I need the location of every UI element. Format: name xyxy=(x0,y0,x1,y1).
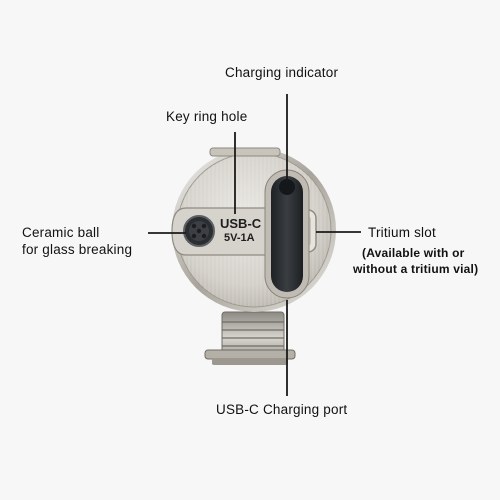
callout-lines xyxy=(148,94,361,396)
engraving-usb-c: USB-C xyxy=(220,216,262,231)
label-usb-c-port: USB-C Charging port xyxy=(216,402,348,417)
label-tritium-note-line2: without a tritium vial) xyxy=(353,262,479,276)
engraving-voltage: 5V-1A xyxy=(224,232,255,244)
ceramic-ball xyxy=(183,215,215,247)
label-tritium-note-line1: (Available with or xyxy=(362,246,465,260)
label-key-ring-hole: Key ring hole xyxy=(166,109,248,124)
label-ceramic-ball-line1: Ceramic ball xyxy=(22,225,100,240)
label-ceramic-ball-line2: for glass breaking xyxy=(22,242,133,257)
label-charging-indicator: Charging indicator xyxy=(225,65,339,80)
usb-c-port-cover[interactable] xyxy=(264,169,310,299)
belt-clip xyxy=(204,311,296,365)
label-tritium-slot: Tritium slot xyxy=(368,225,436,240)
